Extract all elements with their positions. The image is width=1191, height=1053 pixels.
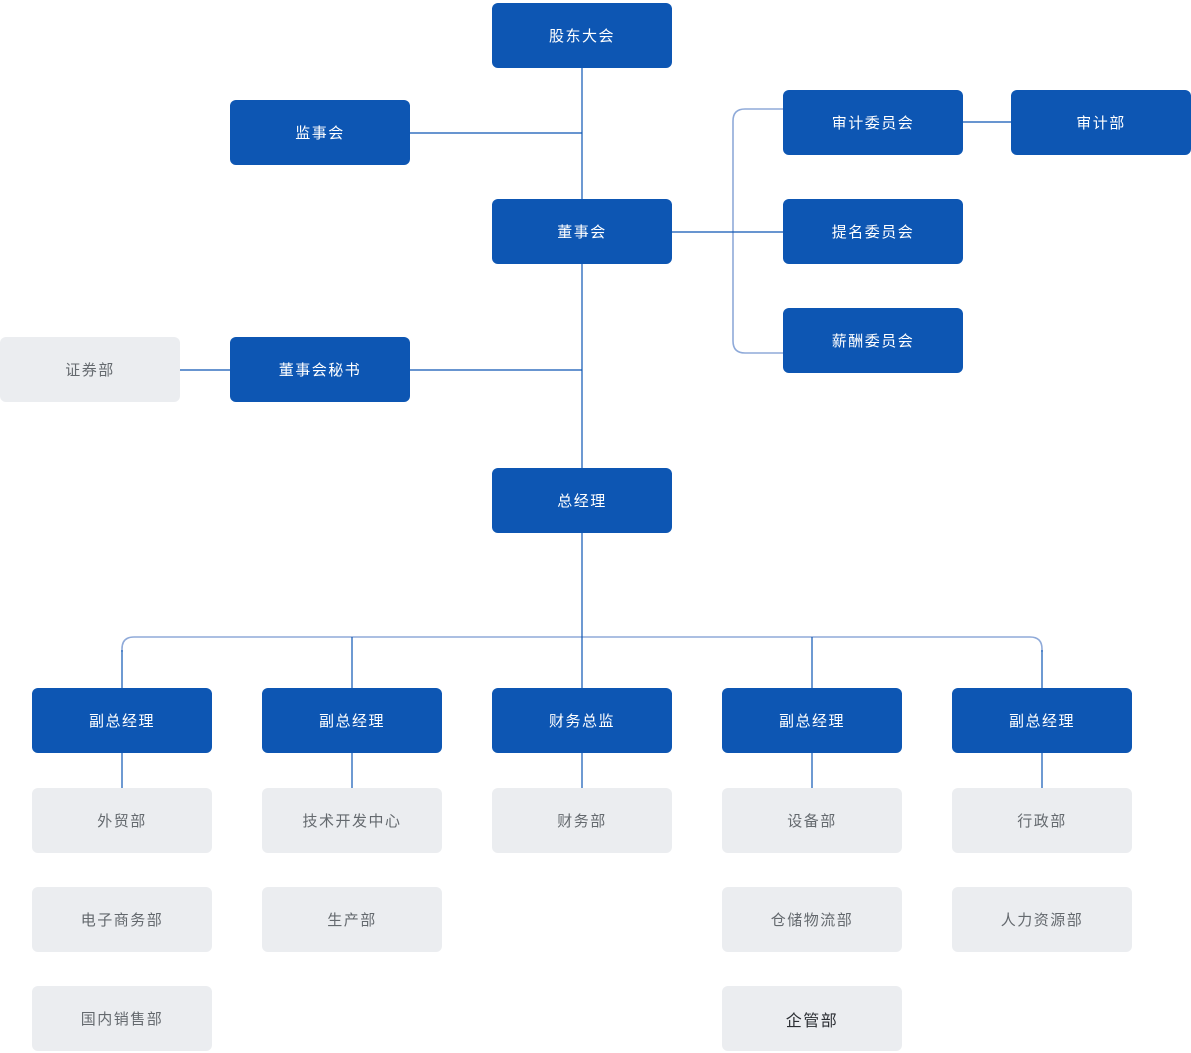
node-deputy-gm-4: 副总经理	[952, 688, 1132, 753]
node-board-of-directors: 董事会	[492, 199, 672, 264]
node-foreign-trade-dept: 外贸部	[32, 788, 212, 853]
node-hr-dept: 人力资源部	[952, 887, 1132, 952]
node-audit-dept: 审计部	[1011, 90, 1191, 155]
node-cfo: 财务总监	[492, 688, 672, 753]
node-finance-dept: 财务部	[492, 788, 672, 853]
node-nomination-committee: 提名委员会	[783, 199, 963, 264]
node-shareholders-meeting: 股东大会	[492, 3, 672, 68]
node-domestic-sales-dept: 国内销售部	[32, 986, 212, 1051]
node-ecommerce-dept: 电子商务部	[32, 887, 212, 952]
node-deputy-gm-3: 副总经理	[722, 688, 902, 753]
node-compensation-committee: 薪酬委员会	[783, 308, 963, 373]
node-warehouse-logistics-dept: 仓储物流部	[722, 887, 902, 952]
node-general-manager: 总经理	[492, 468, 672, 533]
node-production-dept: 生产部	[262, 887, 442, 952]
node-deputy-gm-2: 副总经理	[262, 688, 442, 753]
node-equipment-dept: 设备部	[722, 788, 902, 853]
node-admin-dept: 行政部	[952, 788, 1132, 853]
node-board-secretary: 董事会秘书	[230, 337, 410, 402]
node-audit-committee: 审计委员会	[783, 90, 963, 155]
node-deputy-gm-1: 副总经理	[32, 688, 212, 753]
node-enterprise-mgmt-dept: 企管部	[722, 986, 902, 1051]
node-securities-dept: 证券部	[0, 337, 180, 402]
node-tech-dev-center: 技术开发中心	[262, 788, 442, 853]
node-supervisory-board: 监事会	[230, 100, 410, 165]
